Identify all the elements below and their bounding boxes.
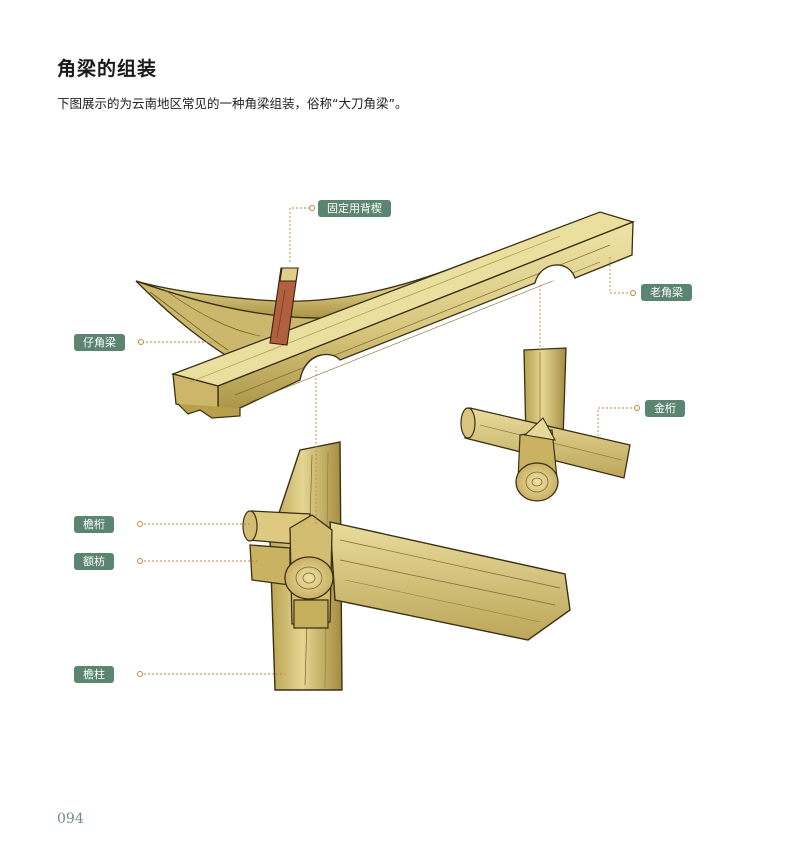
eave-column-assembly xyxy=(242,441,571,691)
fixing-wedge xyxy=(269,267,299,346)
golden-purlin-assembly xyxy=(460,347,631,502)
leader-dots xyxy=(137,205,640,677)
label-eave-purlin: 檐桁 xyxy=(74,516,114,533)
page-number: 094 xyxy=(57,811,84,827)
page-subtitle: 下图展示的为云南地区常见的一种角梁组装，俗称“大刀角梁”。 xyxy=(57,96,408,111)
leader-lines xyxy=(140,207,636,675)
label-eave-column: 檐柱 xyxy=(74,666,114,683)
label-sub-corner-beam: 仔角梁 xyxy=(74,334,125,351)
old-corner-beam xyxy=(170,211,635,419)
label-old-corner-beam: 老角梁 xyxy=(641,284,692,301)
label-golden-purlin: 金桁 xyxy=(645,400,685,417)
label-architrave: 额枋 xyxy=(74,553,114,570)
label-fixing-wedge: 固定用背楔 xyxy=(318,200,391,217)
page-title: 角梁的组装 xyxy=(57,58,158,80)
